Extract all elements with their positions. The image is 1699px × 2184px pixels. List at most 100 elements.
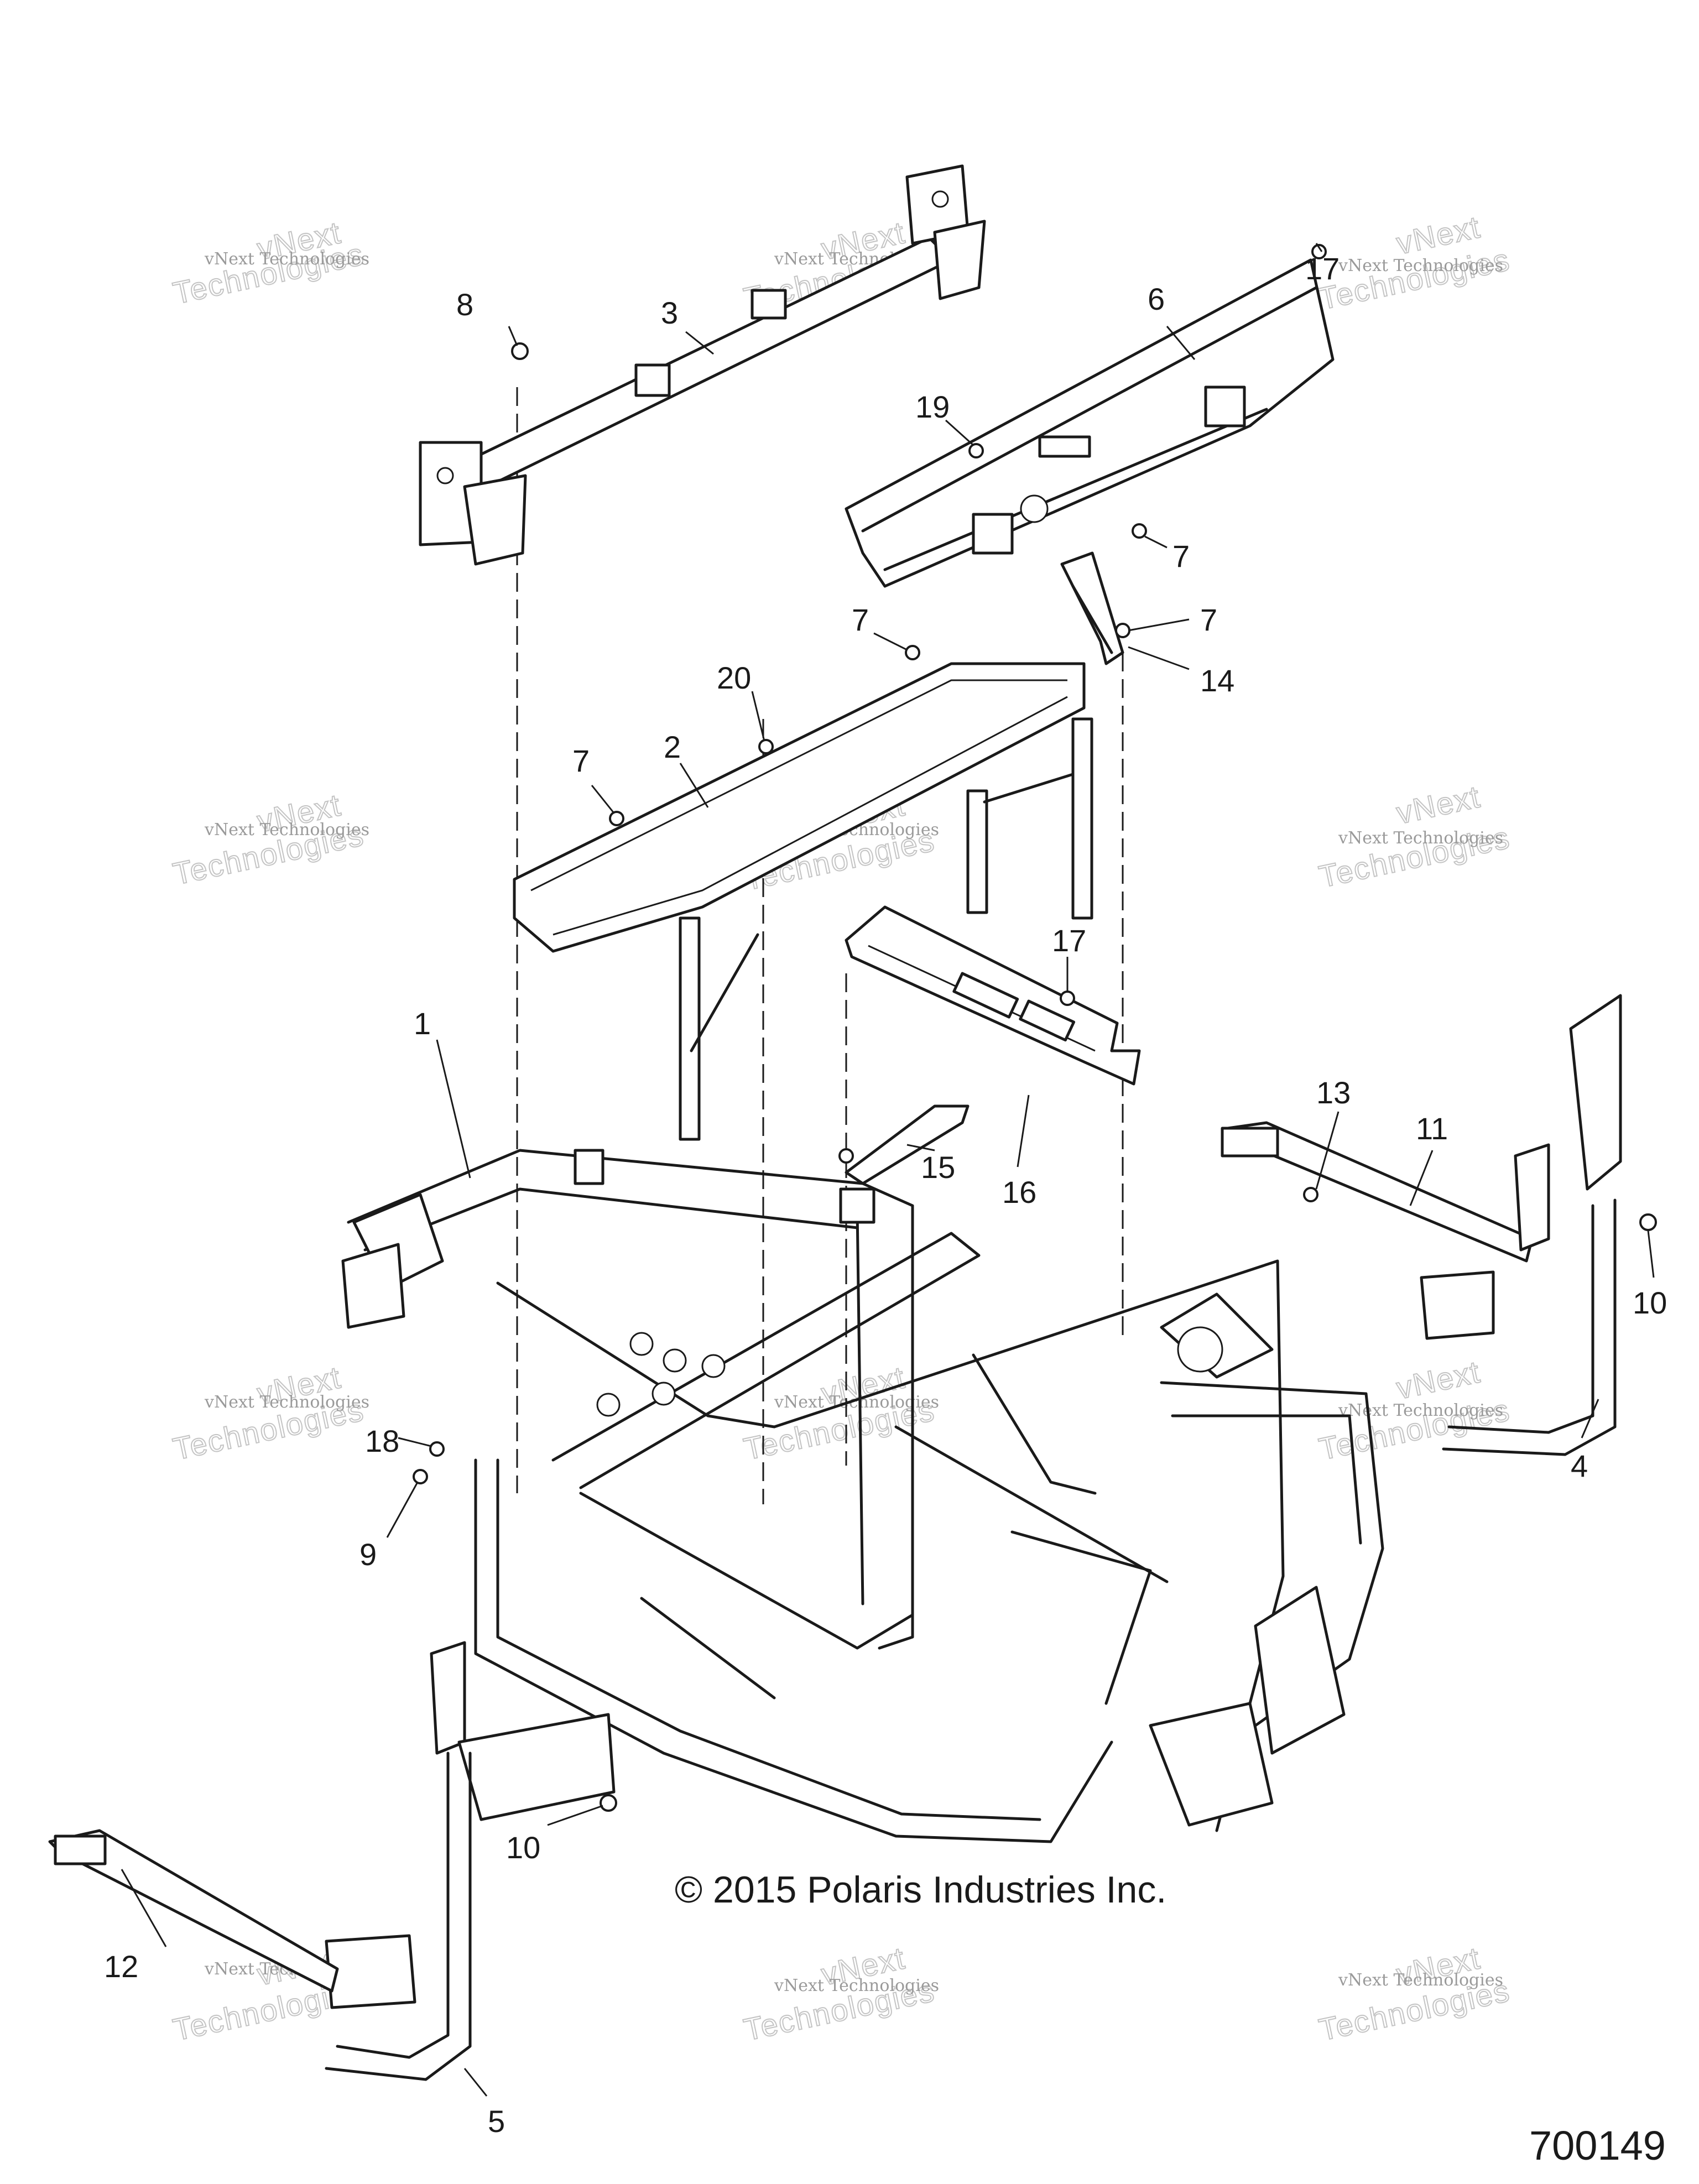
watermark-top-right: Technologies vNext vNext Technologies (1315, 209, 1513, 316)
leader-17a (1315, 243, 1323, 252)
part-2-cargo-frame (513, 662, 1093, 1141)
callout-20: 20 (717, 660, 751, 695)
callout-19: 19 (915, 389, 950, 424)
svg-text:vNext: vNext (1393, 779, 1483, 830)
callout-7-frame: 7 (852, 602, 869, 637)
callout-11: 11 (1416, 1111, 1448, 1146)
leader-2 (679, 763, 709, 808)
callout-18: 18 (365, 1424, 399, 1458)
callout-2: 2 (664, 729, 681, 764)
leader-3 (685, 331, 714, 355)
nut-18 (429, 1441, 445, 1457)
nut-7-upper (1132, 523, 1147, 539)
nut-17-upper (1311, 244, 1327, 259)
nut-7-left (609, 811, 624, 826)
nut-15 (838, 1148, 854, 1164)
callout-16: 16 (1002, 1175, 1036, 1210)
callout-7-bracket: 7 (1200, 602, 1217, 637)
watermark-lower-left: Technologies vNext vNext Technologies (169, 1359, 369, 1467)
part-3-upper-crossbar (419, 164, 986, 566)
nut-7-bracket (1115, 623, 1130, 638)
watermark-bottom-right: Technologies vNext vNext Technologies (1315, 1940, 1513, 2047)
svg-text:vNext Technologies: vNext Technologies (1338, 828, 1503, 848)
leader-18 (398, 1437, 432, 1447)
alignment-lines (516, 387, 1124, 1504)
callout-10-right: 10 (1633, 1285, 1667, 1320)
leader-13 (1315, 1111, 1340, 1190)
part-4-right-upright (1420, 994, 1622, 1456)
copyright-text: © 2015 Polaris Industries Inc. (675, 1869, 1166, 1911)
nut-9 (413, 1469, 428, 1484)
callout-15: 15 (921, 1150, 955, 1185)
leader-12 (121, 1869, 167, 1947)
diagram-id: 700149 (1529, 2123, 1666, 2169)
part-11-side-rail (1221, 1121, 1534, 1263)
leader-20 (751, 691, 765, 742)
svg-text:vNext Technologies: vNext Technologies (1338, 1401, 1503, 1420)
svg-text:vNext Technologies: vNext Technologies (204, 1393, 369, 1412)
callout-7-upper: 7 (1172, 539, 1190, 574)
svg-text:vNext Technologies: vNext Technologies (774, 1976, 939, 1995)
callout-labels: 1 2 3 4 5 6 7 7 7 7 8 9 10 10 11 12 13 1… (104, 251, 1667, 2139)
bolt-8 (511, 342, 529, 360)
leader-5 (463, 2068, 488, 2097)
callout-1: 1 (414, 1006, 431, 1041)
nut-17-lower (1060, 991, 1075, 1006)
leader-4 (1581, 1399, 1599, 1438)
leader-6 (1166, 326, 1196, 360)
part-5-left-upright (325, 1641, 616, 2081)
watermark-mid-right: Technologies vNext vNext Technologies (1315, 778, 1513, 894)
leader-7c (873, 632, 908, 651)
callout-3: 3 (661, 295, 678, 330)
watermark-layer: Technologies vNext vNext Technologies Te… (169, 209, 1513, 2047)
callout-14: 14 (1200, 663, 1234, 698)
leader-11 (1409, 1150, 1434, 1206)
part-6-rear-panel (845, 258, 1335, 588)
leader-14 (1128, 646, 1190, 670)
bolt-10-left (600, 1794, 617, 1812)
watermark-mid-left: Technologies vNext vNext Technologies (169, 786, 369, 892)
callout-13: 13 (1316, 1075, 1351, 1110)
svg-text:vNext Technologies: vNext Technologies (204, 249, 369, 269)
watermark-top-left: Technologies vNext vNext Technologies (169, 214, 369, 311)
callout-17-upper: 17 (1305, 251, 1340, 286)
svg-text:vNext Technologies: vNext Technologies (774, 1393, 939, 1412)
callout-10-left: 10 (506, 1830, 540, 1865)
callout-17-lower: 17 (1052, 923, 1086, 958)
svg-text:vNext: vNext (1393, 1354, 1483, 1405)
leader-7b (1128, 618, 1190, 632)
part-14-bracket (1060, 551, 1124, 665)
fasteners (413, 244, 1657, 1812)
leader-15 (906, 1144, 935, 1151)
callout-8: 8 (456, 287, 473, 322)
leader-7a (1144, 535, 1168, 549)
leader-8 (508, 326, 518, 346)
part-16-floor-plate (845, 905, 1141, 1086)
svg-text:vNext Technologies: vNext Technologies (204, 820, 369, 840)
leader-10-right (1647, 1230, 1655, 1278)
clip-19 (968, 443, 984, 458)
leader-19 (945, 419, 974, 446)
part-12-side-rail (48, 1829, 339, 1993)
leader-9 (386, 1482, 419, 1538)
svg-text:vNext Technologies: vNext Technologies (1338, 1971, 1503, 1990)
callout-4: 4 (1571, 1448, 1588, 1483)
callout-7-left: 7 (572, 743, 590, 778)
callout-6: 6 (1148, 282, 1165, 316)
leader-1 (436, 1039, 471, 1179)
bolt-20 (758, 739, 774, 754)
svg-text:vNext Technologies: vNext Technologies (1338, 256, 1503, 275)
bolt-10-right (1639, 1213, 1657, 1231)
part-1-main-frame (341, 1149, 1384, 1843)
callout-12: 12 (104, 1949, 138, 1984)
bolt-13 (1303, 1187, 1318, 1202)
leader-lines (121, 243, 1655, 2097)
callout-5: 5 (488, 2104, 505, 2139)
nut-7-frame (905, 645, 920, 660)
leader-10-left (547, 1805, 603, 1826)
leader-7d (591, 785, 615, 814)
callout-9: 9 (359, 1537, 377, 1572)
leader-16 (1017, 1094, 1030, 1167)
watermark-bottom-center: Technologies vNext vNext Technologies (740, 1940, 939, 2047)
